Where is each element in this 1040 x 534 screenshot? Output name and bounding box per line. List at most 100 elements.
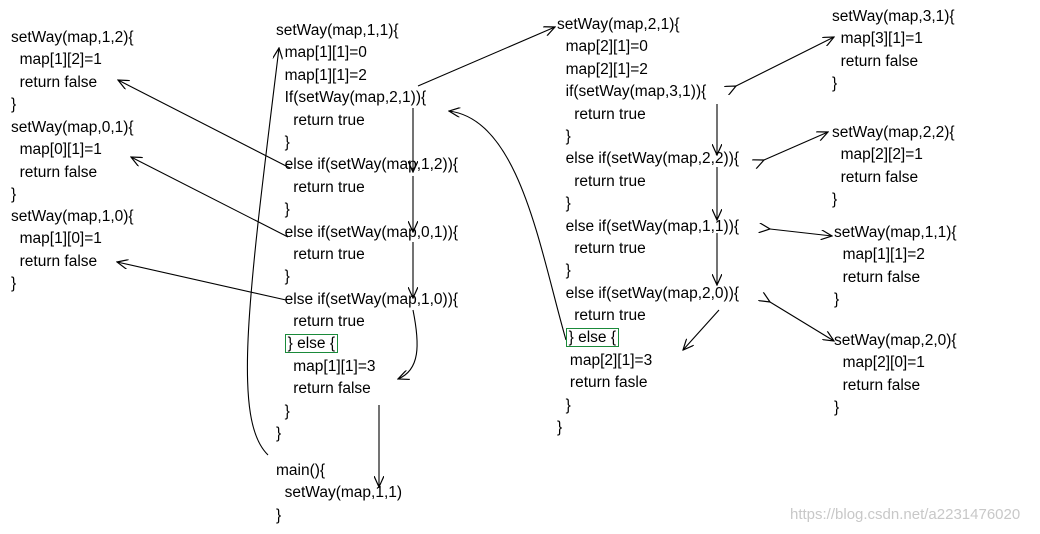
code-line: return true	[557, 305, 739, 327]
code-text: setWay(map,1,1){	[834, 224, 957, 241]
code-text: else if(setWay(map,2,2)){	[565, 150, 740, 168]
arrow-setway-1-1-to-2-1	[417, 27, 555, 87]
code-line: map[2][1]=0	[557, 36, 739, 58]
code-line: return true	[557, 238, 739, 260]
code-line: map[1][0]=1	[11, 228, 134, 250]
code-line: setWay(map,1,2){	[11, 27, 134, 49]
code-line: }	[557, 260, 739, 282]
arrow-flow-9	[683, 309, 720, 350]
code-line: }	[276, 132, 458, 154]
code-text: return true	[293, 313, 365, 331]
arrow-call-1-0	[117, 262, 287, 301]
code-line: }	[11, 94, 134, 116]
code-line: map[1][1]=2	[834, 244, 957, 266]
code-text: else if(setWay(map,2,0)){	[565, 284, 740, 302]
code-line: else if(setWay(map,1,2)){	[276, 154, 458, 176]
func-setway-2-2: setWay(map,2,2){ map[2][2]=1 return fals…	[832, 122, 955, 212]
code-text: return false	[842, 268, 921, 286]
code-text: setWay(map,2,0){	[834, 332, 957, 349]
code-text: return true	[574, 239, 646, 257]
code-text: map[0][1]=1	[19, 141, 102, 159]
arrow-call-0-1	[131, 157, 289, 238]
code-line: }	[11, 184, 134, 206]
code-text: }	[284, 402, 290, 420]
code-text: setWay(map,1,1)	[284, 484, 403, 502]
code-text: else if(setWay(map,0,1)){	[284, 223, 459, 241]
code-line: return true	[276, 311, 458, 333]
code-line: return false	[834, 375, 957, 397]
code-line: return false	[276, 378, 458, 400]
code-text: map[1][1]=2	[284, 66, 367, 84]
code-text: }	[557, 419, 563, 437]
code-text: }	[834, 399, 840, 417]
code-line: return fasle	[557, 372, 739, 394]
code-line: main(){	[276, 460, 402, 482]
code-text: }	[832, 75, 838, 93]
code-line: setWay(map,3,1){	[832, 6, 955, 28]
code-line: }	[276, 266, 458, 288]
code-line: return false	[11, 251, 134, 273]
code-line: return true	[557, 104, 739, 126]
code-text: } else {	[565, 328, 620, 348]
code-text: return true	[293, 111, 365, 129]
code-text: }	[284, 201, 290, 219]
code-line: } else {	[276, 333, 458, 355]
code-text: return false	[19, 252, 98, 270]
code-text: setWay(map,2,2){	[832, 124, 955, 141]
code-text: else if(setWay(map,1,1)){	[565, 217, 740, 235]
code-text: }	[276, 506, 282, 524]
code-line: map[1][1]=2	[276, 65, 458, 87]
func-setway-2-0: setWay(map,2,0){ map[2][0]=1 return fals…	[834, 330, 957, 420]
code-text: }	[565, 195, 571, 213]
code-line: }	[557, 395, 739, 417]
code-text: setWay(map,2,1){	[557, 16, 680, 33]
code-line: return false	[832, 51, 955, 73]
code-line: return true	[276, 177, 458, 199]
code-line: map[1][1]=0	[276, 42, 458, 64]
code-line: return true	[276, 244, 458, 266]
code-text: map[2][0]=1	[842, 354, 925, 372]
arrow-flow-4	[398, 309, 418, 379]
code-line: return false	[11, 162, 134, 184]
code-text: setWay(map,3,1){	[832, 8, 955, 25]
code-text: }	[834, 291, 840, 309]
arrow-setway-2-1-return	[449, 111, 567, 341]
code-line: }	[276, 199, 458, 221]
code-text: }	[284, 268, 290, 286]
code-line: return false	[834, 267, 957, 289]
code-text: }	[11, 186, 17, 204]
code-text: map[1][1]=2	[842, 246, 925, 264]
code-text: return true	[574, 307, 646, 325]
code-text: return true	[574, 105, 646, 123]
code-text: }	[284, 133, 290, 151]
code-line: }	[834, 289, 957, 311]
code-line: setWay(map,1,1){	[276, 20, 458, 42]
func-setway-3-1: setWay(map,3,1){ map[3][1]=1 return fals…	[832, 6, 955, 96]
code-text: map[1][1]=0	[284, 44, 367, 62]
func-setway-1-2: setWay(map,1,2){ map[1][2]=1 return fals…	[11, 27, 134, 117]
code-text: return false	[19, 163, 98, 181]
code-line: else if(setWay(map,2,0)){	[557, 283, 739, 305]
code-text: }	[11, 96, 17, 114]
code-text: setWay(map,1,1){	[276, 22, 399, 39]
code-text: map[2][1]=0	[565, 38, 648, 56]
code-text: setWay(map,1,0){	[11, 208, 134, 225]
code-line: setWay(map,1,1){	[834, 222, 957, 244]
code-text: map[3][1]=1	[840, 30, 923, 48]
code-line: else if(setWay(map,1,1)){	[557, 216, 739, 238]
code-line: }	[557, 193, 739, 215]
code-text: return false	[842, 376, 921, 394]
code-text: return false	[840, 168, 919, 186]
func-setway-1-0: setWay(map,1,0){ map[1][0]=1 return fals…	[11, 206, 134, 296]
code-line: if(setWay(map,3,1)){	[557, 81, 739, 103]
func-setway-1-1-b: setWay(map,1,1){ map[1][1]=2 return fals…	[834, 222, 957, 312]
code-line: }	[11, 273, 134, 295]
code-text: }	[565, 396, 571, 414]
code-line: map[1][1]=3	[276, 356, 458, 378]
code-line: }	[557, 417, 739, 439]
code-line: }	[832, 73, 955, 95]
code-text: map[1][1]=3	[293, 357, 376, 375]
code-text: map[2][1]=2	[565, 60, 648, 78]
code-text: If(setWay(map,2,1)){	[284, 89, 427, 107]
